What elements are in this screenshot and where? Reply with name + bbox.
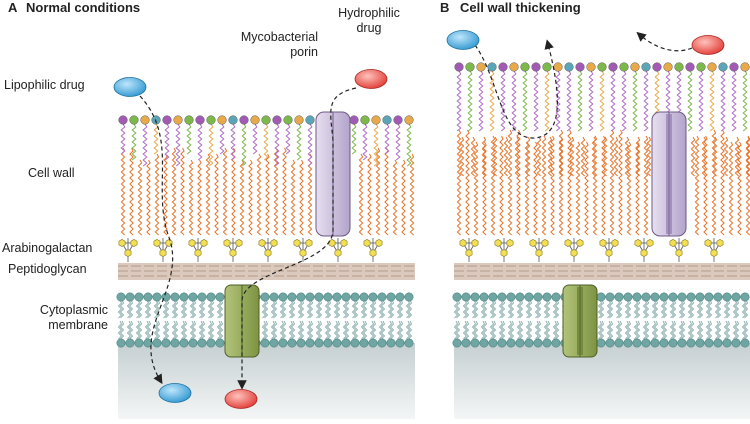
lipophilic-drug-inside-a <box>158 383 192 403</box>
panel-a-arabinogalactan <box>118 238 383 262</box>
lipophilic-drug-outside-a <box>113 77 147 97</box>
peptidoglycan-label: Peptidoglycan <box>8 262 87 276</box>
cytoplasmic-membrane-label: Cytoplasmic membrane <box>39 303 108 332</box>
panel-b-peptidoglycan <box>454 263 750 280</box>
panel-a-normal <box>116 111 415 419</box>
porin-label: Mycobacterial porin <box>240 30 318 59</box>
hydrophilic-drug-outside-a <box>354 69 388 89</box>
panel-b-membrane <box>452 292 750 348</box>
drug-molecules <box>113 30 725 409</box>
panel-b-porin <box>651 111 687 237</box>
panel-a-membrane <box>116 292 414 348</box>
panel-b-membrane-channel <box>562 284 598 358</box>
hydrophilic-drug-label: Hydrophilic drug <box>338 6 400 35</box>
drug-paths <box>139 31 693 390</box>
panel-b-thickening <box>452 62 750 419</box>
panel-a-letter: A <box>8 0 18 15</box>
hydrophilic-drug-b <box>691 35 725 55</box>
panel-b-title: Cell wall thickening <box>460 0 581 15</box>
panel-b-arabinogalactan <box>459 238 724 262</box>
lipophilic-drug-label: Lipophilic drug <box>4 78 85 92</box>
hydrophilic-path-a <box>237 87 357 390</box>
panel-a-title: Normal conditions <box>26 0 141 15</box>
panel-b-letter: B <box>440 0 450 15</box>
panel-a-cytoplasm <box>118 343 415 419</box>
panel-b-head-groups <box>454 62 750 72</box>
lipophilic-path-a <box>139 95 174 385</box>
cell-wall-label: Cell wall <box>28 166 75 180</box>
panel-a-mycolic-chains <box>120 147 415 236</box>
arabinogalactan-label: Arabinogalactan <box>2 241 93 255</box>
lipophilic-drug-b <box>446 30 480 50</box>
panel-b-lipid-tails <box>456 70 750 177</box>
lipophilic-path-b <box>474 39 558 139</box>
panel-a-head-groups <box>118 115 414 125</box>
hydrophilic-path-b <box>636 31 693 52</box>
panel-a-peptidoglycan <box>118 263 415 280</box>
hydrophilic-drug-inside-a <box>224 389 258 409</box>
panel-b-cytoplasm <box>454 343 750 419</box>
